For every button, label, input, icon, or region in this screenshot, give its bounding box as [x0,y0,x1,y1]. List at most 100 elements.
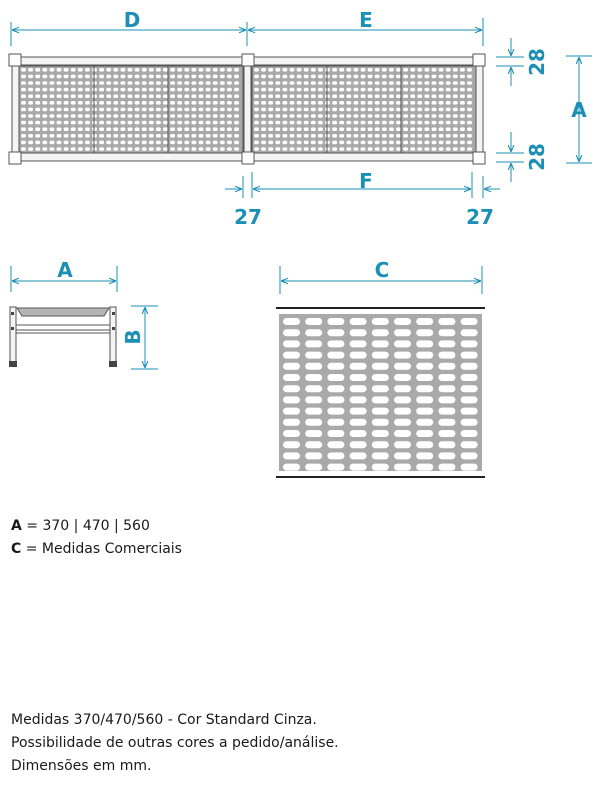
perforation-slot [127,114,133,118]
label-right-offset: 27 [466,205,494,229]
perforation-slot [113,114,119,118]
perforation-slot [155,74,161,79]
perforation-slot [134,74,140,79]
perforation-slot [460,329,478,337]
perforation-slot [28,114,34,118]
perforation-slot [296,94,302,98]
perforation-slot [396,120,401,125]
perforation-slot [28,140,34,145]
perforation-slot [56,114,62,118]
perforation-slot [28,147,34,151]
perforation-slot [346,114,352,118]
perforation-slot [467,81,472,85]
perforation-slot [289,87,295,92]
post-middle [243,56,252,162]
perforation-slot [141,107,147,112]
perforation-slot [77,107,83,112]
perforation-slot [42,134,48,138]
perforation-slot [282,107,288,112]
perforation-slot [42,101,48,105]
perforation-slot [310,114,316,118]
perforation-slot [332,127,338,131]
perforation-slot [275,140,281,145]
perforation-slot [275,101,281,105]
perforation-slot [170,81,176,85]
perforation-slot [99,74,105,79]
perforation-slot [219,147,225,151]
perforation-slot [417,74,423,79]
perforation-slot [360,94,366,98]
perforation-slot [424,127,430,131]
perforation-slot [438,74,444,79]
perforation-slot [261,134,267,138]
perforation-slot [417,68,423,72]
perforation-slot [459,107,465,112]
dimension-right-offset [482,176,500,198]
perforation-slot [70,134,76,138]
legend-a-key: A [11,518,22,534]
perforation-slot [184,147,190,151]
perforation-slot [134,81,140,85]
perforation-slot [28,127,34,131]
perforation-slot [127,127,133,131]
perforation-slot [403,94,409,98]
perforation-slot [282,74,288,79]
perforation-slot [148,120,154,125]
perforation-slot [303,134,309,138]
perforation-slot [467,68,472,72]
perforation-slot [317,87,323,92]
perforation-slot [289,94,295,98]
perforation-slot [424,107,430,112]
perforation-slot [460,407,478,415]
perforation-slot [205,81,211,85]
perforation-slot [99,101,105,105]
perforation-slot [332,74,338,79]
perforation-slot [371,340,389,348]
perforation-slot [371,452,389,460]
perforation-slot [349,441,367,449]
perforation-slot [310,94,316,98]
perforation-slot [360,140,366,145]
perforation-slot [371,362,389,370]
perforation-slot [261,81,267,85]
perforation-slot [205,147,211,151]
perforation-slot [163,81,168,85]
perforation-slot [283,329,300,337]
perforation-slot [305,463,323,471]
perforation-slot [283,407,300,415]
perforation-slot [467,147,472,151]
perforation-slot [445,134,451,138]
post-right [475,56,484,162]
perforation-slot [431,114,437,118]
perforation-slot [349,430,367,437]
perforation-slot [317,120,323,125]
perforation-slot [261,107,267,112]
label-e: E [359,8,373,32]
perforation-slot [394,463,411,471]
perforation-slot [113,134,119,138]
perforation-slot [42,81,48,85]
perforation-slot [219,107,225,112]
perforation-slot [21,81,26,85]
perforation-slot [177,101,183,105]
perforation-slot [113,140,119,145]
perforation-slot [184,120,190,125]
perforation-slot [349,452,367,460]
perforation-slot [148,147,154,151]
perforation-slot [296,74,302,79]
perforation-slot [445,140,451,145]
perforation-slot [191,68,197,72]
perforation-slot [56,87,62,92]
perforation-slot [459,81,465,85]
label-top-gap: 28 [525,48,549,76]
perforation-slot [212,87,218,92]
perforation-slot [141,68,147,72]
perforation-slot [63,87,69,92]
perforation-slot [106,127,112,131]
perforation-slot [424,68,430,72]
perforation-slot [134,101,140,105]
perforation-slot [49,147,55,151]
perforation-slot [452,81,458,85]
perforation-slot [226,94,232,98]
perforation-slot [120,107,126,112]
